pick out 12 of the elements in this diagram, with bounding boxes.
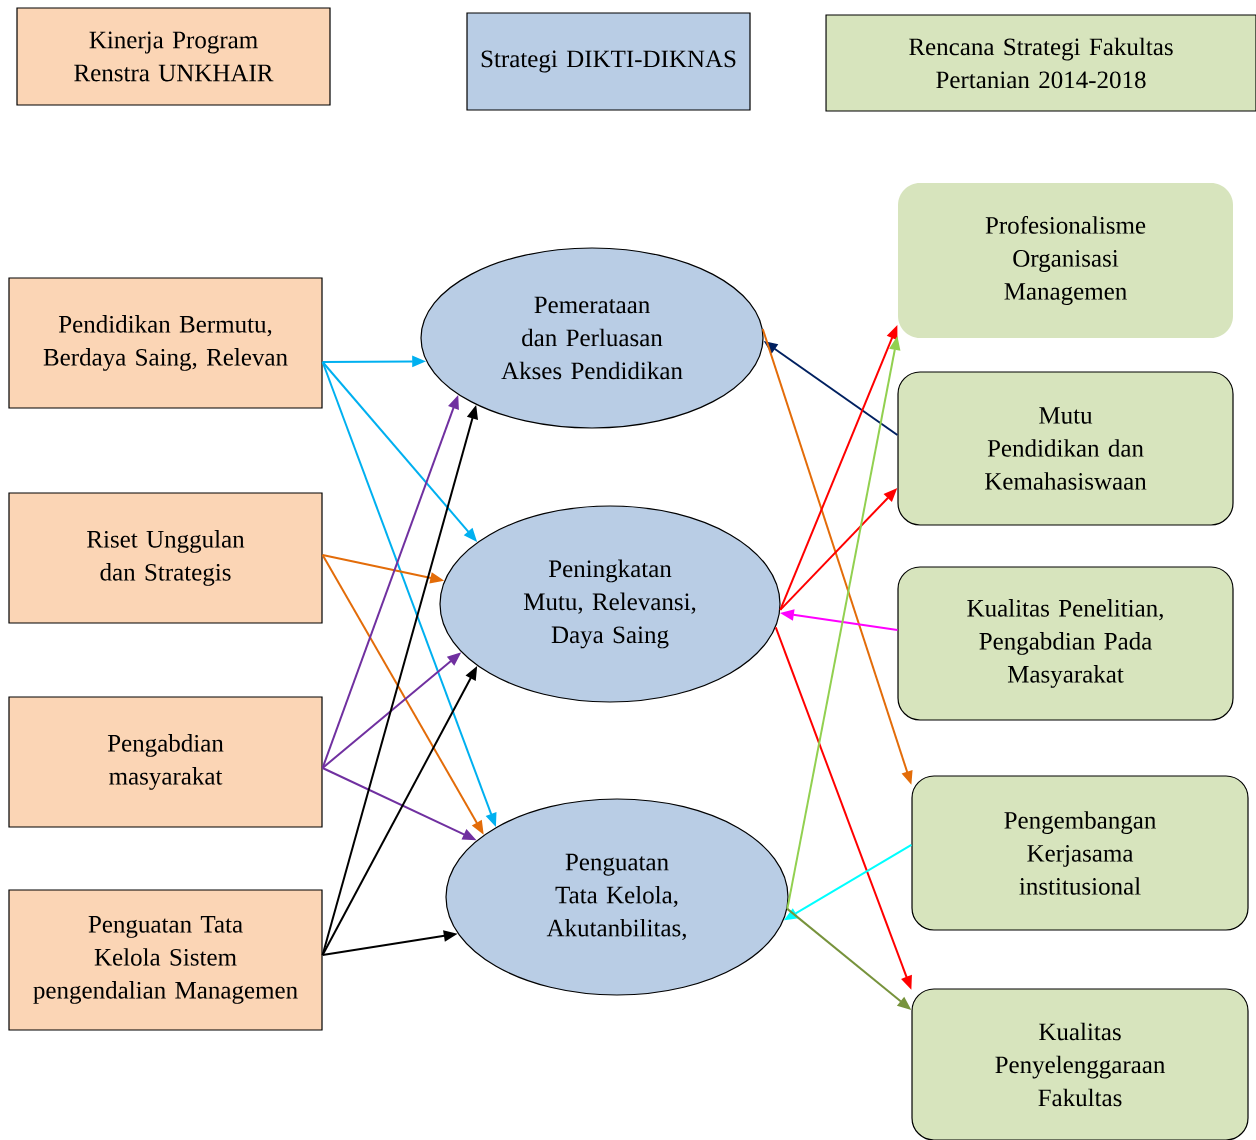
goal-box: Kualitas Penyelenggaraan Fakultas [911,988,1249,1140]
goal-box: Kualitas Penelitian, Pengabdian Pada Masyarakat [897,566,1234,721]
goal-box: Profesionalisme Organisasi Managemen [898,183,1233,338]
program-box: Penguatan Tata Kelola Sistem pengendalian Managemen [8,889,323,1031]
header-box: Kinerja Program Renstra UNKHAIR [16,7,331,106]
program-box: Pengabdian masyarakat [8,696,323,828]
goal-box: Mutu Pendidikan dan Kemahasiswaan [897,371,1234,526]
header-box: Strategi DIKTI-DIKNAS [466,12,751,111]
header-box: Rencana Strategi Fakultas Pertanian 2014-2018 [825,14,1256,112]
program-box: Riset Unggulan dan Strategis [8,492,323,624]
goal-box: Pengembangan Kerjasama institusional [911,775,1249,931]
program-box: Pendidikan Bermutu, Berdaya Saing, Relevan [8,277,323,409]
